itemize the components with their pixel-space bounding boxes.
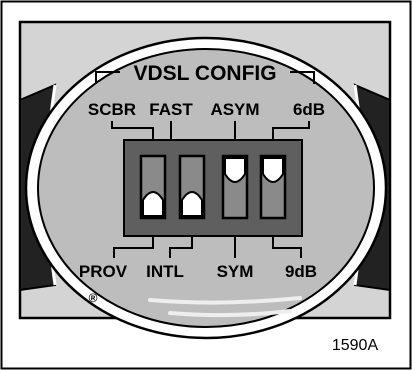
label-intl: INTL xyxy=(146,262,184,281)
label-scbr: SCBR xyxy=(88,100,136,119)
panel-groove-2 xyxy=(168,309,292,318)
label-asym: ASYM xyxy=(210,100,259,119)
registered-mark: ® xyxy=(89,291,98,305)
top-leader-lines xyxy=(111,121,310,140)
bottom-leader-lines xyxy=(113,236,302,258)
figure-id-label: 1590A xyxy=(332,337,379,354)
title-bracket xyxy=(95,71,315,84)
dip-switch-actuator xyxy=(142,191,164,217)
label-prov: PROV xyxy=(79,262,128,281)
dip-switch[interactable] xyxy=(139,154,167,220)
label-6db: 6dB xyxy=(293,100,325,119)
dip-switch[interactable] xyxy=(178,154,206,220)
dip-switch-actuator xyxy=(262,157,284,183)
label-9db: 9dB xyxy=(285,262,317,281)
dip-switch[interactable] xyxy=(221,154,249,220)
dip-switch[interactable] xyxy=(259,154,287,220)
dip-switch-actuator xyxy=(224,157,246,183)
label-fast: FAST xyxy=(149,100,193,119)
panel-groove-1 xyxy=(148,296,302,305)
panel-title: VDSL CONFIG xyxy=(133,62,276,85)
dip-switch-actuator xyxy=(181,191,203,217)
label-sym: SYM xyxy=(217,262,254,281)
switch-layer xyxy=(139,154,287,220)
